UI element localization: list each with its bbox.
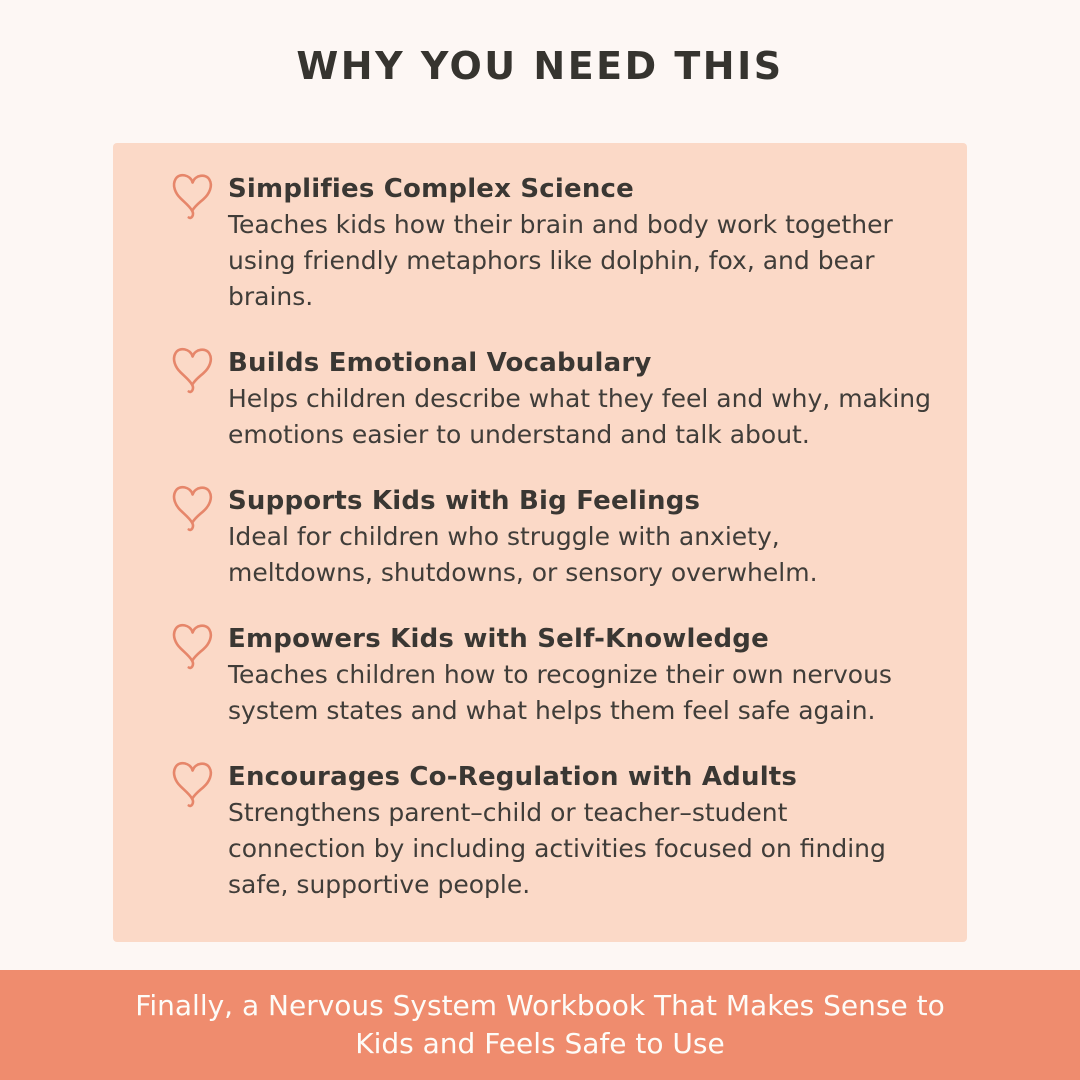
benefit-heading: Supports Kids with Big Feelings (228, 486, 701, 516)
benefit-body: Teaches children how to recognize their … (228, 657, 907, 729)
benefit-body: Helps children describe what they feel a… (228, 381, 931, 453)
benefit-heading: Encourages Co-Regulation with Adults (228, 762, 798, 792)
benefit-body-line: Ideal for children who struggle with anx… (228, 522, 780, 551)
heart-outline-icon (168, 757, 216, 809)
benefit-body-line: using friendly metaphors like dolphin, f… (228, 246, 875, 275)
benefit-body: Strengthens parent–child or teacher–stud… (228, 795, 907, 903)
benefit-text: Encourages Co-Regulation with Adults Str… (228, 759, 907, 903)
benefit-text: Builds Emotional Vocabulary Helps childr… (228, 345, 931, 453)
benefit-heading: Builds Emotional Vocabulary (228, 348, 652, 378)
heart-outline-icon (168, 169, 216, 221)
benefit-heading: Empowers Kids with Self-Knowledge (228, 624, 769, 654)
heart-outline-icon (168, 481, 216, 533)
benefit-item: Encourages Co-Regulation with Adults Str… (168, 759, 907, 903)
benefit-text: Supports Kids with Big Feelings Ideal fo… (228, 483, 907, 591)
benefit-body-line: system states and what helps them feel s… (228, 696, 876, 725)
heart-outline-icon (168, 619, 216, 671)
benefit-body-line: Teaches kids how their brain and body wo… (228, 210, 893, 239)
benefit-body-line: connection by including activities focus… (228, 834, 886, 863)
benefit-body: Ideal for children who struggle with anx… (228, 519, 907, 591)
benefit-body: Teaches kids how their brain and body wo… (228, 207, 907, 315)
banner-text-line: Kids and Feels Safe to Use (355, 1027, 725, 1060)
benefit-body-line: safe, supportive people. (228, 870, 531, 899)
benefit-heading: Simplifies Complex Science (228, 174, 635, 204)
benefits-card: Simplifies Complex Science Teaches kids … (113, 143, 967, 942)
benefit-body-line: meltdowns, shutdowns, or sensory overwhe… (228, 558, 818, 587)
page-title: WHY YOU NEED THIS (296, 44, 784, 88)
heart-outline-icon (168, 343, 216, 395)
benefit-text: Empowers Kids with Self-Knowledge Teache… (228, 621, 907, 729)
benefit-body-line: Helps children describe what they feel a… (228, 384, 932, 413)
benefit-item: Simplifies Complex Science Teaches kids … (168, 171, 907, 315)
benefit-body-line: brains. (228, 282, 314, 311)
benefit-item: Builds Emotional Vocabulary Helps childr… (168, 343, 931, 453)
benefit-item: Supports Kids with Big Feelings Ideal fo… (168, 483, 907, 591)
benefit-text: Simplifies Complex Science Teaches kids … (228, 171, 907, 315)
bottom-banner: Finally, a Nervous System Workbook That … (0, 970, 1080, 1080)
benefit-item: Empowers Kids with Self-Knowledge Teache… (168, 621, 907, 729)
benefit-body-line: Teaches children how to recognize their … (228, 660, 892, 689)
benefit-body-line: Strengthens parent–child or teacher–stud… (228, 798, 788, 827)
benefit-body-line: emotions easier to understand and talk a… (228, 420, 810, 449)
banner-text-line: Finally, a Nervous System Workbook That … (135, 989, 945, 1022)
